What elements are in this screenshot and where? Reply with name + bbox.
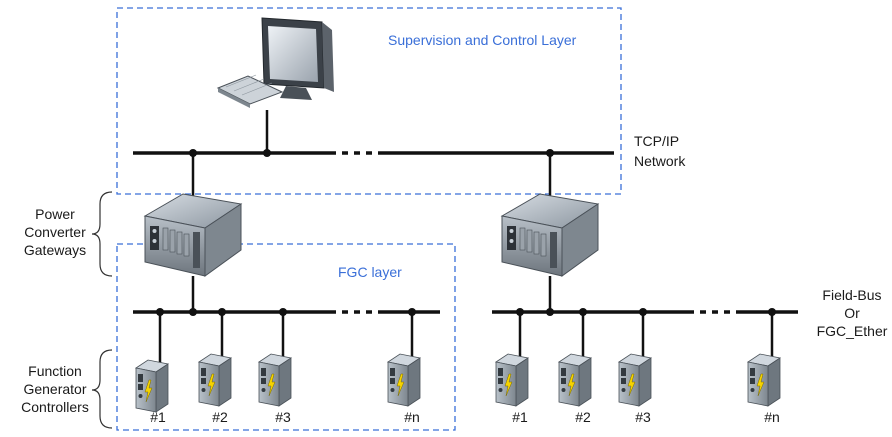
controller-label: #n: [764, 409, 780, 425]
power-controller-icon: [135, 359, 169, 413]
controller-label: #1: [512, 409, 528, 425]
power-controller-icon: [258, 353, 292, 407]
power-controller-icon: [495, 353, 529, 407]
bus-junction: [546, 149, 554, 157]
fgc-layer-boundary: [116, 243, 456, 431]
gateways-label-line1: Power: [35, 206, 75, 222]
power-controller-icon: [618, 353, 652, 407]
supervision-layer-label: Supervision and Control Layer: [388, 32, 577, 48]
fieldbus-label-line3: FGC_Ether: [817, 323, 888, 339]
controller-label: #2: [575, 409, 591, 425]
fieldbus-label-line1: Field-Bus: [822, 287, 881, 303]
power-controller-icon: [198, 353, 232, 407]
computer-workstation-icon: [216, 17, 334, 108]
controller-group-left: [135, 308, 421, 413]
gateways-label-line3: Gateways: [24, 242, 86, 258]
tcpip-label-line1: TCP/IP: [634, 133, 679, 149]
gateways-label-line2: Converter: [24, 224, 86, 240]
bus-junction: [263, 149, 271, 157]
controllers-label-line2: Generator: [23, 381, 86, 397]
power-controller-icon: [387, 353, 421, 407]
power-controller-icon: [558, 353, 592, 407]
fgc-layer-label: FGC layer: [338, 264, 402, 280]
controllers-label-line3: Controllers: [21, 399, 89, 415]
power-controller-icon: [747, 353, 781, 407]
supervision-layer-boundary: [116, 7, 622, 195]
gateways-brace: [91, 191, 113, 277]
controller-label: #3: [275, 409, 291, 425]
tcpip-label-line2: Network: [634, 153, 686, 169]
controllers-label-line1: Function: [28, 363, 82, 379]
controller-label: #2: [212, 409, 228, 425]
controller-label: #n: [404, 409, 420, 425]
bus-junction: [189, 308, 197, 316]
rack-server-icon: [501, 193, 599, 277]
bus-junction: [546, 308, 554, 316]
controller-group-right: [495, 308, 781, 407]
controllers-brace: [91, 349, 113, 429]
bus-junction: [189, 149, 197, 157]
rack-server-icon: [144, 193, 242, 277]
fieldbus-label-line2: Or: [844, 305, 860, 321]
controller-label: #1: [150, 409, 166, 425]
controller-label: #3: [635, 409, 651, 425]
